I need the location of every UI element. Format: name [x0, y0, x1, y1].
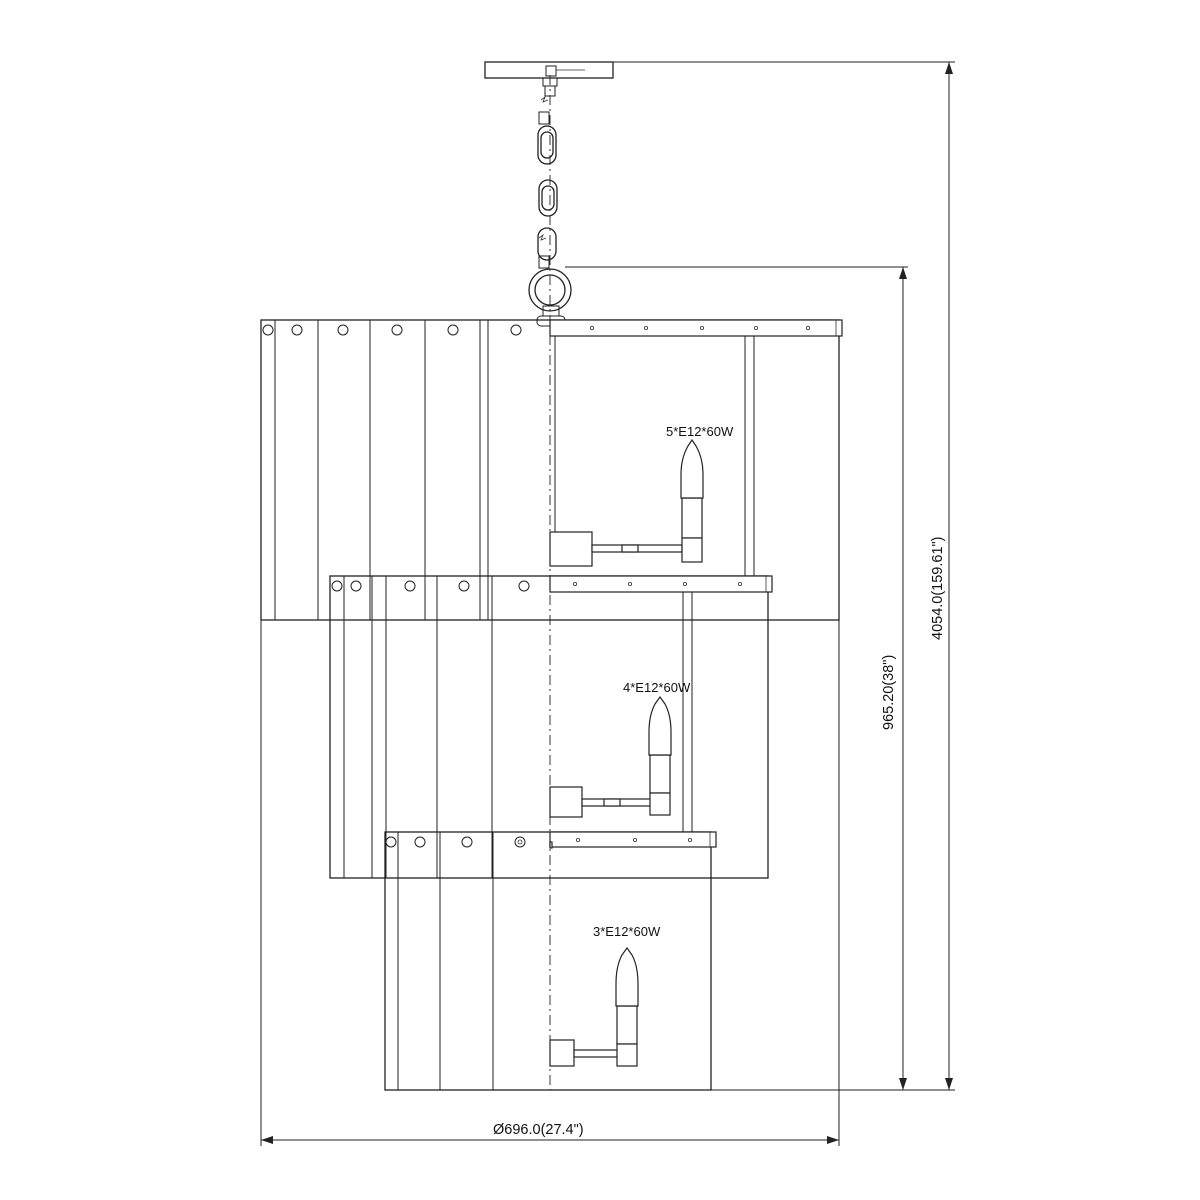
body-height-label: 965.20(38") — [881, 655, 897, 730]
overall-height-label: 4054.0(159.61") — [930, 536, 946, 640]
tier-3 — [384, 831, 717, 1091]
tier-3-bulb-label: 3*E12*60W — [593, 924, 661, 939]
overall-height-dimension: 4054.0(159.61") — [613, 61, 955, 1091]
tier-2-bulb-label: 4*E12*60W — [623, 680, 691, 695]
tier-1 — [260, 319, 843, 621]
diameter-label: Ø696.0(27.4") — [493, 1122, 584, 1138]
canopy — [484, 61, 614, 103]
chain — [537, 111, 558, 269]
tier-2 — [329, 575, 773, 879]
tier-1-bulb-label: 5*E12*60W — [666, 424, 734, 439]
diameter-dimension: Ø696.0(27.4") — [260, 620, 840, 1146]
body-height-dimension: 965.20(38") — [565, 266, 908, 1090]
